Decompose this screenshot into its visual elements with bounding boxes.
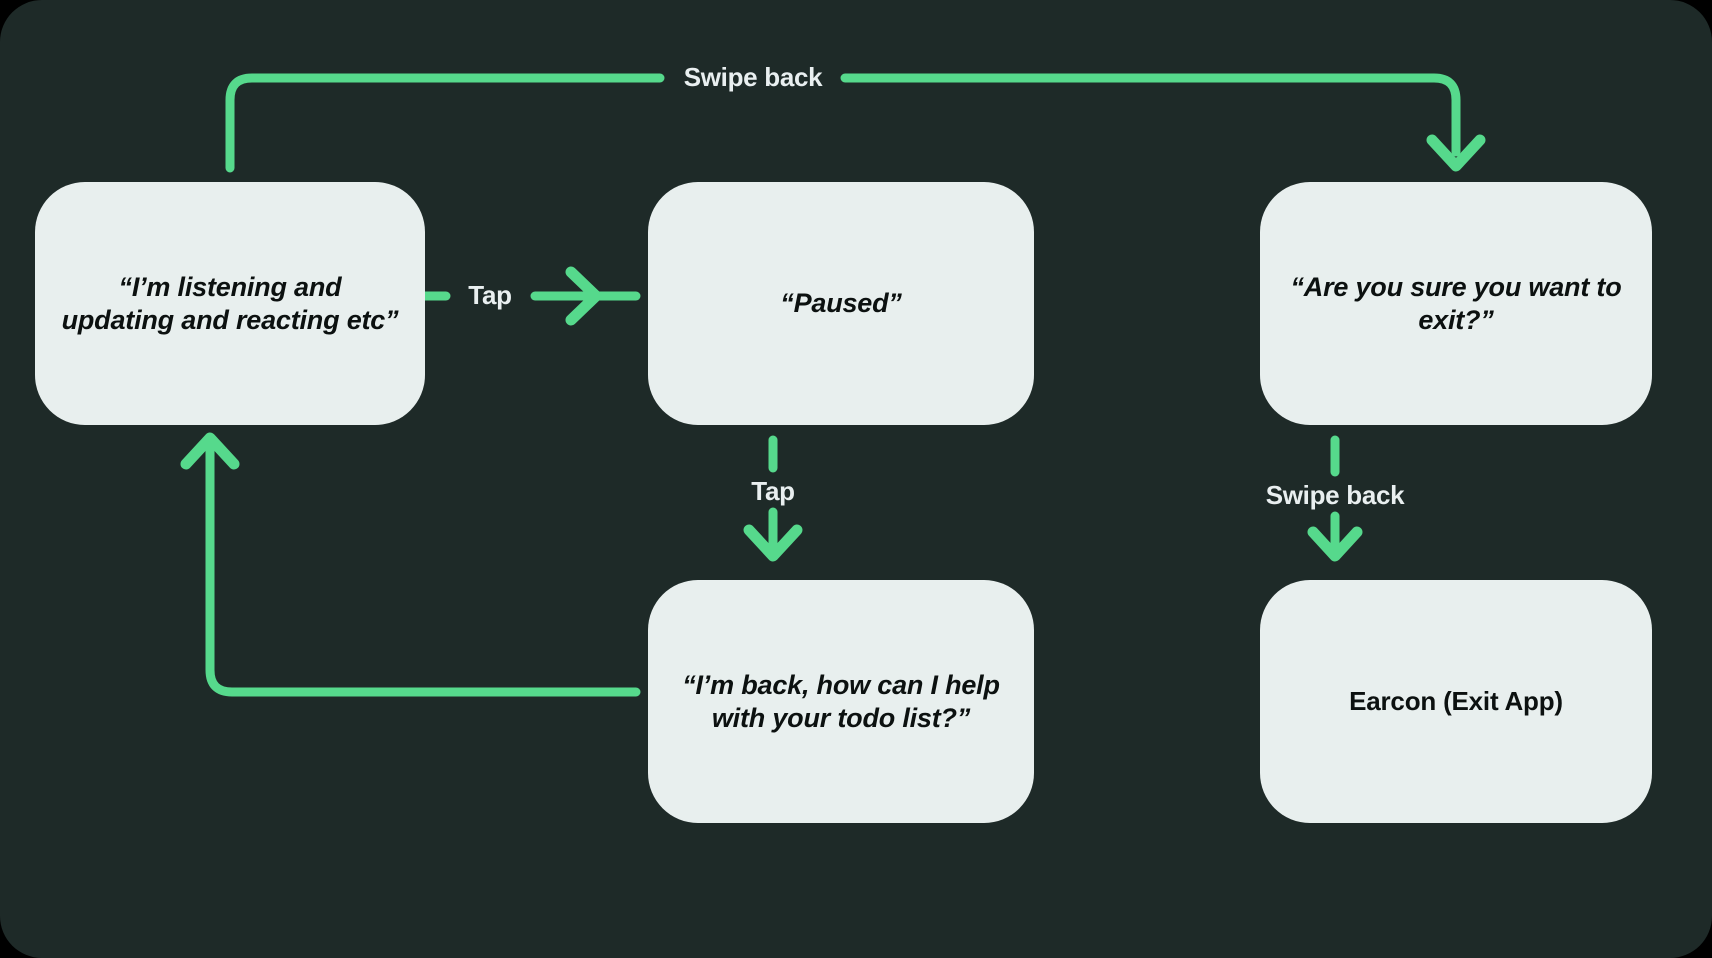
edge-label-listening-to-paused: Tap <box>468 280 512 310</box>
edge-label-listening-to-exit: Swipe back <box>683 62 823 92</box>
node-listening[interactable]: “I’m listening and updating and reacting… <box>35 182 425 425</box>
node-exit-confirm-label: “Are you sure you want to exit?” <box>1290 271 1622 335</box>
node-earcon-exit-app-label: Earcon (Exit App) <box>1349 685 1563 716</box>
node-exit-confirm[interactable]: “Are you sure you want to exit?” <box>1260 182 1652 425</box>
node-back[interactable]: “I’m back, how can I help with your todo… <box>648 580 1034 823</box>
edge-listening-to-exit <box>225 73 1486 173</box>
edge-back-to-listening <box>180 432 641 697</box>
node-paused[interactable]: “Paused” <box>648 182 1034 425</box>
node-listening-label: “I’m listening and updating and reacting… <box>61 271 399 335</box>
edge-label-exit-to-earcon: Swipe back <box>1265 480 1405 510</box>
node-back-label: “I’m back, how can I help with your todo… <box>682 669 1000 733</box>
edge-label-paused-to-back: Tap <box>751 476 795 506</box>
node-paused-label: “Paused” <box>780 288 902 319</box>
node-earcon-exit-app[interactable]: Earcon (Exit App) <box>1260 580 1652 823</box>
